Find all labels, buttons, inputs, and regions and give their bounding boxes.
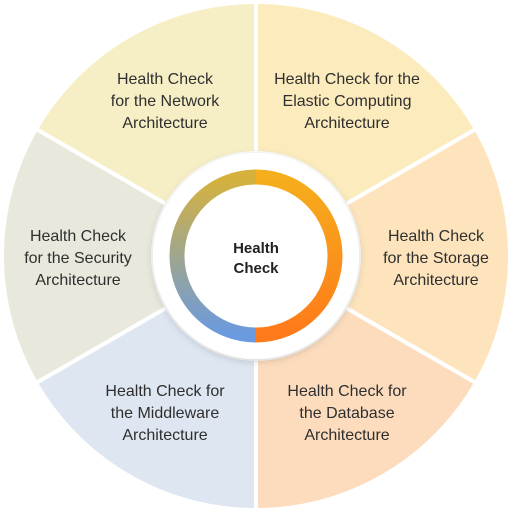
center-label-line-2: Check (233, 260, 279, 277)
center-hub: Health Check (153, 153, 359, 359)
segment-network-label-line: for the Network (111, 93, 220, 110)
segment-security-label-line: Architecture (35, 272, 120, 289)
segment-elastic-computing-label-line: Elastic Computing (283, 93, 412, 110)
segment-middleware-label-line: Architecture (122, 427, 207, 444)
segment-database-label-line: the Database (299, 405, 394, 422)
segment-database-label-line: Architecture (304, 427, 389, 444)
center-label-line-1: Health (233, 240, 279, 257)
segment-security-label-line: Health Check (30, 228, 127, 245)
segment-elastic-computing-label-line: Architecture (304, 115, 389, 132)
segment-storage-label-line: Architecture (393, 272, 478, 289)
segment-network-label-line: Architecture (122, 115, 207, 132)
segment-network-label-line: Health Check (117, 71, 214, 88)
segment-elastic-computing-label-line: Health Check for the (274, 71, 420, 88)
segment-database-label-line: Health Check for (287, 383, 407, 400)
center-ring-right-arc (255, 169, 343, 343)
center-ring-left-arc (169, 169, 257, 343)
segment-storage-label-line: for the Storage (383, 250, 489, 267)
segment-middleware-label-line: Health Check for (105, 383, 225, 400)
segment-security-label-line: for the Security (24, 250, 132, 267)
segment-middleware-label-line: the Middleware (111, 405, 220, 422)
segment-storage-label-line: Health Check (388, 228, 485, 245)
